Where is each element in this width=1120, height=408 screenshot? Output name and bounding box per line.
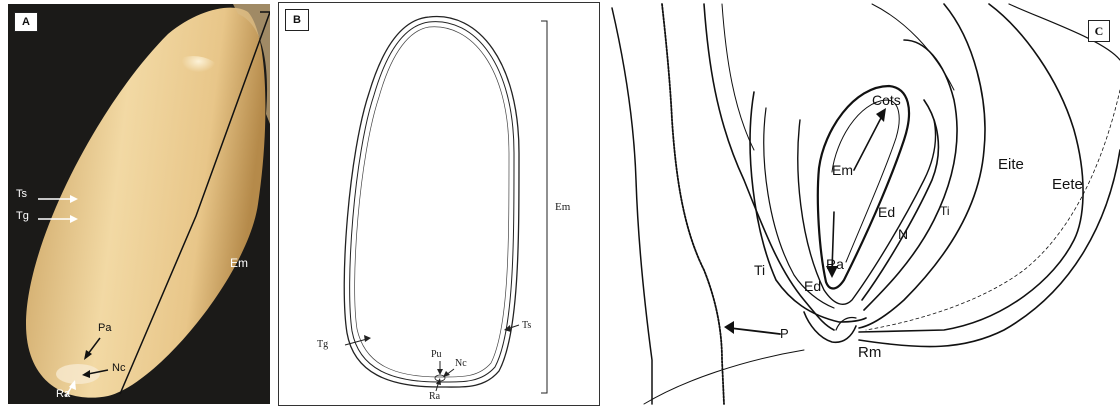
panel-b-seed-outline: B Em Tg Ts Pu Nc Ra xyxy=(278,2,600,406)
label-eete: Eete xyxy=(1052,176,1083,193)
panel-c-letter: C xyxy=(1088,20,1110,42)
seed-photo-drawing xyxy=(8,4,270,404)
label-pu: Pu xyxy=(431,349,442,360)
label-ti-right: Ti xyxy=(940,204,950,218)
label-tg: Tg xyxy=(317,339,328,350)
label-em: Em xyxy=(555,201,570,213)
panel-a-seed-photo: A Ts Tg Em Pa Nc Ra xyxy=(8,4,270,404)
label-ed-inner: Ed xyxy=(878,204,895,220)
label-em: Em xyxy=(230,256,248,270)
label-em: Em xyxy=(832,162,853,178)
label-ed-outer: Ed xyxy=(804,278,821,294)
label-ti-left: Ti xyxy=(754,262,765,278)
label-ra: Ra xyxy=(56,388,70,400)
label-ra: Ra xyxy=(826,256,844,272)
label-eite: Eite xyxy=(998,156,1024,173)
label-rm: Rm xyxy=(858,344,881,361)
panel-a-letter: A xyxy=(14,12,38,32)
label-n: N xyxy=(898,226,908,242)
panel-b-letter: B xyxy=(285,9,309,31)
panel-c-tissue-diagram: C Cots Em Ed Ti N Ra Ed Ti Eite Eete P R… xyxy=(604,0,1120,408)
label-cots: Cots xyxy=(872,92,901,108)
label-ts: Ts xyxy=(522,320,531,331)
label-ra: Ra xyxy=(429,391,440,402)
label-tg: Tg xyxy=(16,210,29,222)
label-nc: Nc xyxy=(455,358,467,369)
label-nc: Nc xyxy=(112,362,125,374)
label-pa: Pa xyxy=(98,322,111,334)
label-ts: Ts xyxy=(16,188,27,200)
label-p: P xyxy=(780,326,789,341)
